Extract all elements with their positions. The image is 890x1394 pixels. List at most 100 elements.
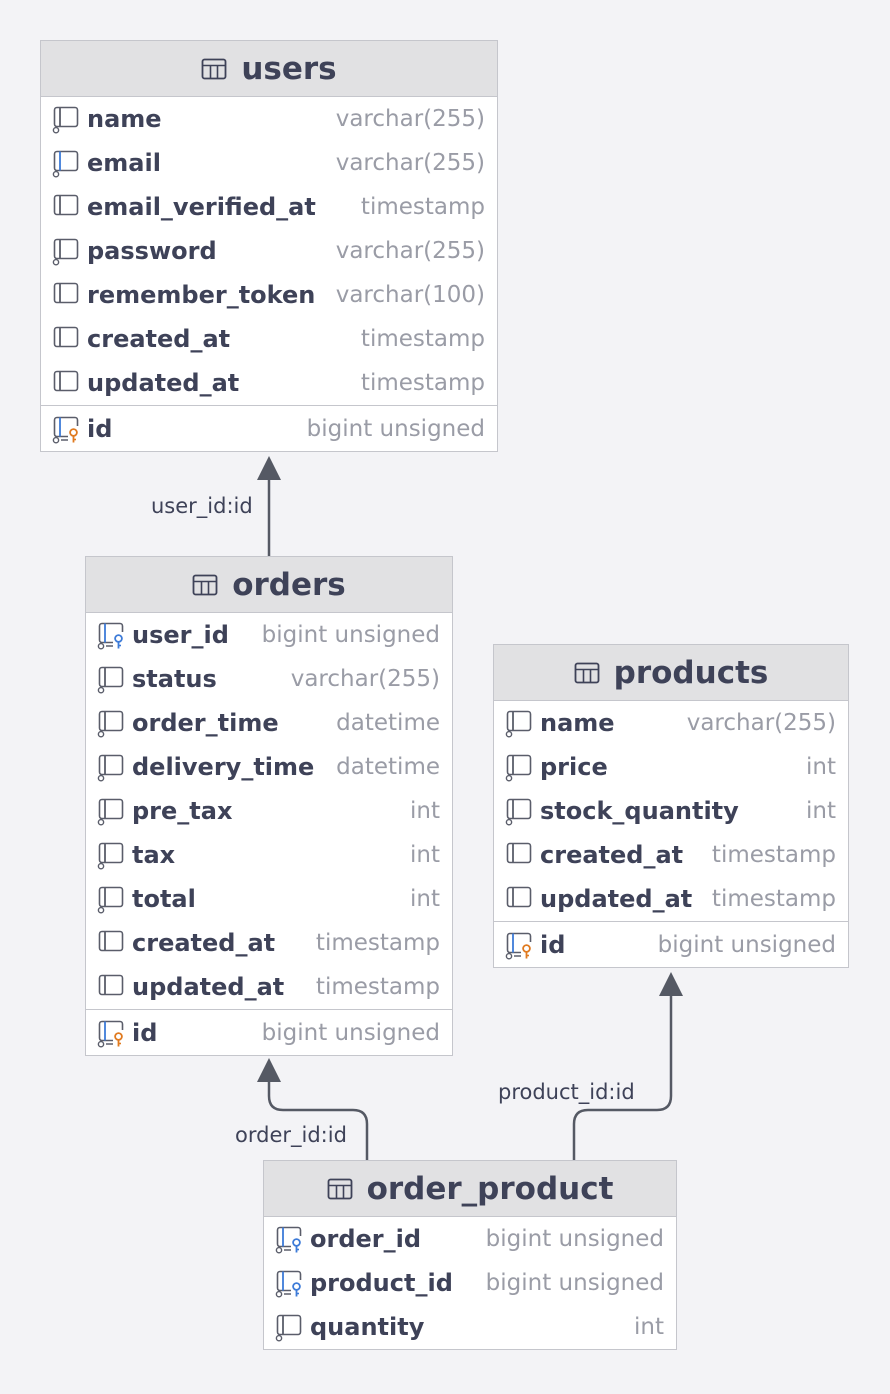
column-type: int	[410, 798, 440, 824]
column-row[interactable]: email_verified_at timestamp	[41, 185, 497, 229]
table-header[interactable]: products	[494, 645, 848, 701]
column-name: remember_token	[87, 281, 316, 309]
column-name: id	[87, 414, 113, 443]
column-type: timestamp	[711, 842, 836, 868]
primary-key-icon	[52, 416, 80, 444]
table-header[interactable]: users	[41, 41, 497, 97]
relation-orders-users[interactable]	[257, 456, 281, 556]
column-icon	[53, 194, 79, 216]
column-icon	[506, 842, 532, 864]
column-name: password	[87, 237, 217, 265]
relation-order-product-products[interactable]	[572, 972, 683, 1160]
column-type: int	[410, 886, 440, 912]
column-icon	[98, 974, 124, 996]
relation-label: product_id:id	[498, 1080, 635, 1104]
table-icon	[327, 1178, 352, 1199]
column-row[interactable]: email varchar(255)	[41, 141, 497, 185]
column-type: varchar(255)	[335, 106, 485, 132]
arrowhead-icon	[257, 456, 281, 480]
column-name: stock_quantity	[540, 797, 739, 825]
column-name: order_time	[132, 709, 279, 737]
relation-label: order_id:id	[235, 1123, 347, 1147]
arrowhead-icon	[659, 972, 683, 996]
column-name: created_at	[540, 841, 684, 869]
column-row[interactable]: pre_tax int	[86, 789, 452, 833]
column-not-null-icon	[275, 1314, 302, 1342]
column-type: varchar(255)	[290, 666, 440, 692]
column-type: varchar(255)	[335, 150, 485, 176]
column-type: timestamp	[315, 930, 440, 956]
column-type: timestamp	[711, 886, 836, 912]
table-header[interactable]: order_product	[264, 1161, 676, 1217]
column-name: created_at	[87, 325, 231, 353]
column-type: datetime	[336, 710, 440, 736]
column-type: timestamp	[360, 194, 485, 220]
column-row[interactable]: stock_quantity int	[494, 789, 848, 833]
table-icon	[192, 574, 218, 595]
column-name: email	[87, 149, 161, 177]
column-type: varchar(255)	[335, 238, 485, 264]
table-title: order_product	[366, 1170, 614, 1207]
column-not-null-icon	[505, 710, 532, 738]
column-type: timestamp	[315, 974, 440, 1000]
column-icon	[98, 930, 124, 952]
column-name: quantity	[310, 1313, 425, 1341]
column-name: product_id	[310, 1269, 453, 1297]
column-row[interactable]: created_at timestamp	[494, 833, 848, 877]
column-name: pre_tax	[132, 797, 233, 825]
column-type: varchar(100)	[335, 282, 485, 308]
column-type: int	[806, 798, 836, 824]
column-not-null-icon	[505, 798, 532, 826]
relation-order-product-orders[interactable]	[257, 1058, 369, 1160]
column-unique-icon	[52, 150, 79, 178]
column-name: id	[540, 930, 566, 959]
column-name: email_verified_at	[87, 193, 316, 221]
column-row[interactable]: order_time datetime	[86, 701, 452, 745]
column-name: price	[540, 753, 608, 781]
column-name: status	[132, 665, 217, 693]
table-title: orders	[232, 566, 346, 603]
foreign-key-icon	[97, 622, 125, 650]
column-row[interactable]: password varchar(255)	[41, 229, 497, 273]
column-not-null-icon	[97, 886, 124, 914]
column-row[interactable]: remember_token varchar(100)	[41, 273, 497, 317]
column-icon	[506, 886, 532, 908]
column-row[interactable]: price int	[494, 745, 848, 789]
column-row[interactable]: status varchar(255)	[86, 657, 452, 701]
column-type: bigint unsigned	[261, 622, 440, 648]
column-type: varchar(255)	[686, 710, 836, 736]
column-not-null-icon	[52, 238, 79, 266]
column-type: int	[806, 754, 836, 780]
column-name: updated_at	[87, 369, 240, 397]
column-not-null-icon	[97, 842, 124, 870]
table-icon	[201, 58, 227, 79]
column-not-null-icon	[505, 754, 532, 782]
column-name: order_id	[310, 1225, 422, 1253]
column-name: id	[132, 1018, 158, 1047]
table-title: products	[613, 654, 769, 691]
foreign-key-icon	[275, 1270, 303, 1298]
primary-key-icon	[505, 932, 533, 960]
table-header[interactable]: orders	[86, 557, 452, 613]
